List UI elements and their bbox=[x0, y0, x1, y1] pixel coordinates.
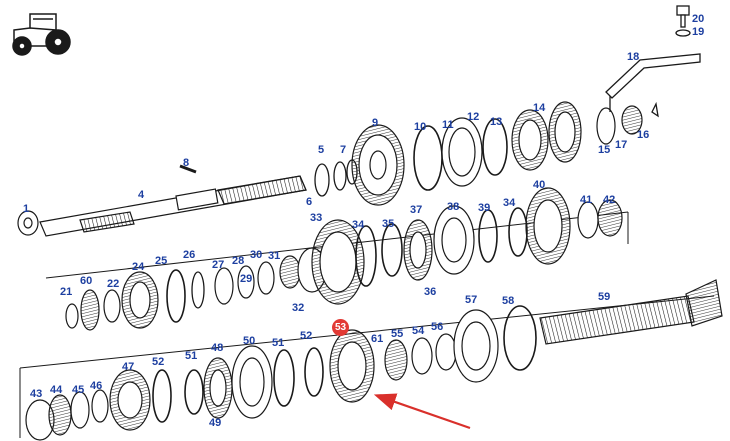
part-label-37: 37 bbox=[410, 204, 423, 216]
part-label-18: 18 bbox=[627, 51, 640, 63]
upper-gear-cluster bbox=[351, 101, 643, 206]
part-label-13: 13 bbox=[490, 116, 503, 128]
part-label-60: 60 bbox=[80, 275, 93, 287]
part-label-40: 40 bbox=[533, 179, 546, 191]
shift-fork-rod bbox=[605, 5, 701, 118]
part-label-52b: 52 bbox=[300, 330, 313, 342]
lower-gear-row bbox=[25, 279, 723, 441]
part-label-29: 29 bbox=[240, 273, 253, 285]
part-label-32: 32 bbox=[292, 302, 305, 314]
part-label-41: 41 bbox=[580, 194, 593, 206]
part-label-9: 9 bbox=[372, 117, 379, 129]
part-label-50: 50 bbox=[243, 335, 256, 347]
part-label-56: 56 bbox=[431, 321, 444, 333]
part-label-22: 22 bbox=[107, 278, 120, 290]
part-label-5: 5 bbox=[318, 144, 325, 156]
part-label-43: 43 bbox=[30, 388, 43, 400]
part-label-16: 16 bbox=[637, 129, 650, 141]
part-label-25: 25 bbox=[155, 255, 168, 267]
part-label-52: 52 bbox=[152, 356, 165, 368]
part-label-36: 36 bbox=[424, 286, 437, 298]
tractor-icon bbox=[12, 13, 71, 56]
part-label-57: 57 bbox=[465, 294, 478, 306]
part-label-1: 1 bbox=[23, 203, 30, 215]
part-label-58: 58 bbox=[502, 295, 515, 307]
part-label-55: 55 bbox=[391, 328, 404, 340]
part-label-8: 8 bbox=[183, 157, 190, 169]
part-label-19: 19 bbox=[692, 26, 705, 38]
part-label-39: 39 bbox=[478, 202, 491, 214]
part-label-14: 14 bbox=[533, 102, 546, 114]
highlighted-part-53[interactable]: 53 bbox=[332, 319, 349, 336]
part-label-11: 11 bbox=[442, 119, 454, 131]
part-label-49: 49 bbox=[209, 417, 222, 429]
part-label-59: 59 bbox=[598, 291, 611, 303]
part-label-15: 15 bbox=[598, 144, 611, 156]
part-label-45: 45 bbox=[72, 384, 85, 396]
part-label-44: 44 bbox=[50, 384, 63, 396]
part-label-20: 20 bbox=[692, 13, 705, 25]
part-label-34: 34 bbox=[352, 219, 365, 231]
part-label-47: 47 bbox=[122, 361, 135, 373]
part-label-12: 12 bbox=[467, 111, 480, 123]
part-label-34b: 34 bbox=[503, 197, 516, 209]
part-label-7: 7 bbox=[340, 144, 347, 156]
part-label-24: 24 bbox=[132, 261, 145, 273]
middle-gear-row bbox=[65, 187, 623, 331]
pointer-arrow bbox=[373, 393, 471, 430]
part-label-10: 10 bbox=[414, 121, 427, 133]
part-label-61: 61 bbox=[371, 333, 384, 345]
part-label-51: 51 bbox=[185, 350, 198, 362]
part-label-33: 33 bbox=[310, 212, 323, 224]
part-label-6: 6 bbox=[306, 196, 313, 208]
part-label-28: 28 bbox=[232, 255, 245, 267]
part-label-54: 54 bbox=[412, 325, 425, 337]
part-label-26: 26 bbox=[183, 249, 196, 261]
part-label-51b: 51 bbox=[272, 337, 285, 349]
shaft-washers bbox=[314, 159, 358, 197]
part-label-48: 48 bbox=[211, 342, 224, 354]
part-label-4: 4 bbox=[138, 189, 145, 201]
part-label-27: 27 bbox=[212, 259, 225, 271]
part-label-42: 42 bbox=[603, 194, 616, 206]
part-label-21: 21 bbox=[60, 286, 73, 298]
upper-main-shaft bbox=[17, 164, 307, 237]
part-label-30: 30 bbox=[250, 249, 263, 261]
part-label-17: 17 bbox=[615, 139, 628, 151]
part-label-46: 46 bbox=[90, 380, 103, 392]
part-label-38: 38 bbox=[447, 201, 460, 213]
part-label-31: 31 bbox=[268, 250, 281, 262]
part-label-35: 35 bbox=[382, 218, 395, 230]
